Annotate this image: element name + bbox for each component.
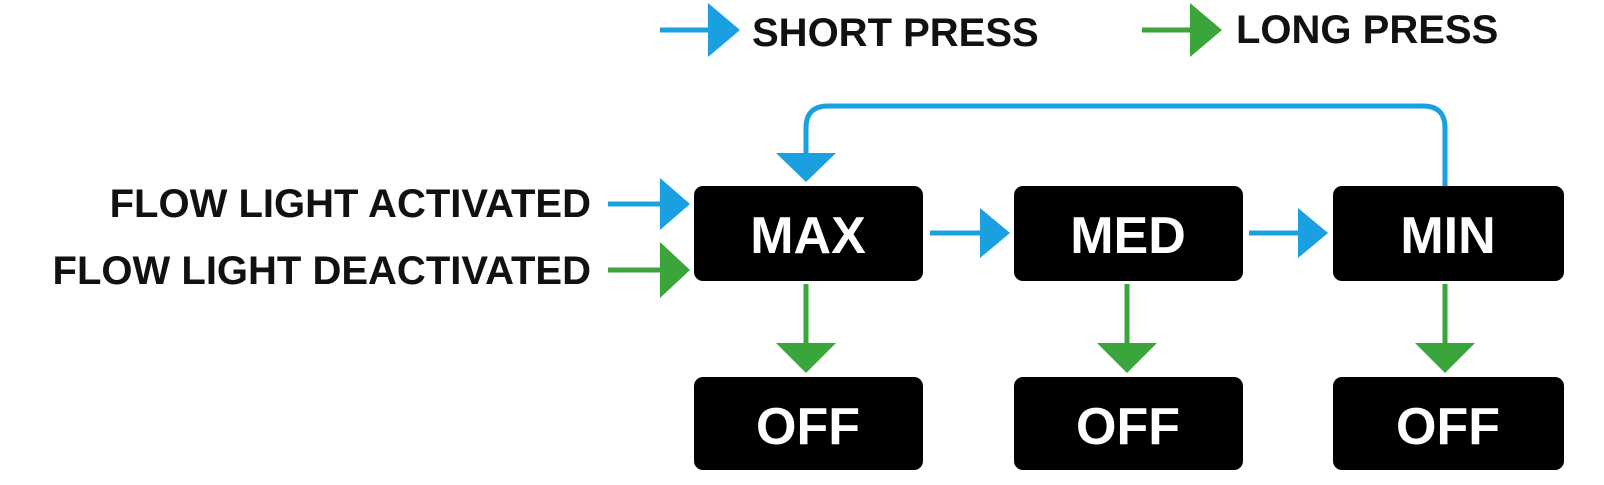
arrow-max-to-med — [930, 208, 1010, 258]
arrow-min-to-max-loop — [776, 103, 1448, 187]
legend-long-press-arrow — [1142, 3, 1222, 57]
arrow-min-to-off — [1415, 284, 1475, 373]
legend-short-press-label: SHORT PRESS — [752, 11, 1039, 55]
arrow-med-to-off — [1097, 284, 1157, 373]
node-off-max: OFF — [694, 377, 923, 470]
flow-light-activated-label: FLOW LIGHT ACTIVATED — [110, 182, 591, 226]
node-med-label: MED — [1070, 207, 1186, 265]
node-med: MED — [1014, 186, 1243, 281]
arrow-activated-to-max — [608, 178, 690, 230]
node-off-min-label: OFF — [1396, 398, 1500, 456]
flow-light-deactivated-label: FLOW LIGHT DEACTIVATED — [53, 249, 591, 293]
arrow-deactivated-to-max — [608, 242, 690, 298]
arrow-med-to-min — [1249, 208, 1328, 258]
node-min: MIN — [1333, 186, 1564, 281]
node-off-med-label: OFF — [1076, 398, 1180, 456]
node-off-med: OFF — [1014, 377, 1243, 470]
node-min-label: MIN — [1400, 207, 1495, 265]
node-off-max-label: OFF — [756, 398, 860, 456]
node-off-min: OFF — [1333, 377, 1564, 470]
legend: SHORT PRESS LONG PRESS — [660, 3, 1498, 57]
legend-long-press-label: LONG PRESS — [1236, 8, 1498, 52]
node-max: MAX — [694, 186, 923, 281]
legend-short-press-arrow — [660, 3, 740, 57]
arrow-max-to-off — [776, 284, 836, 373]
node-max-label: MAX — [750, 207, 866, 265]
